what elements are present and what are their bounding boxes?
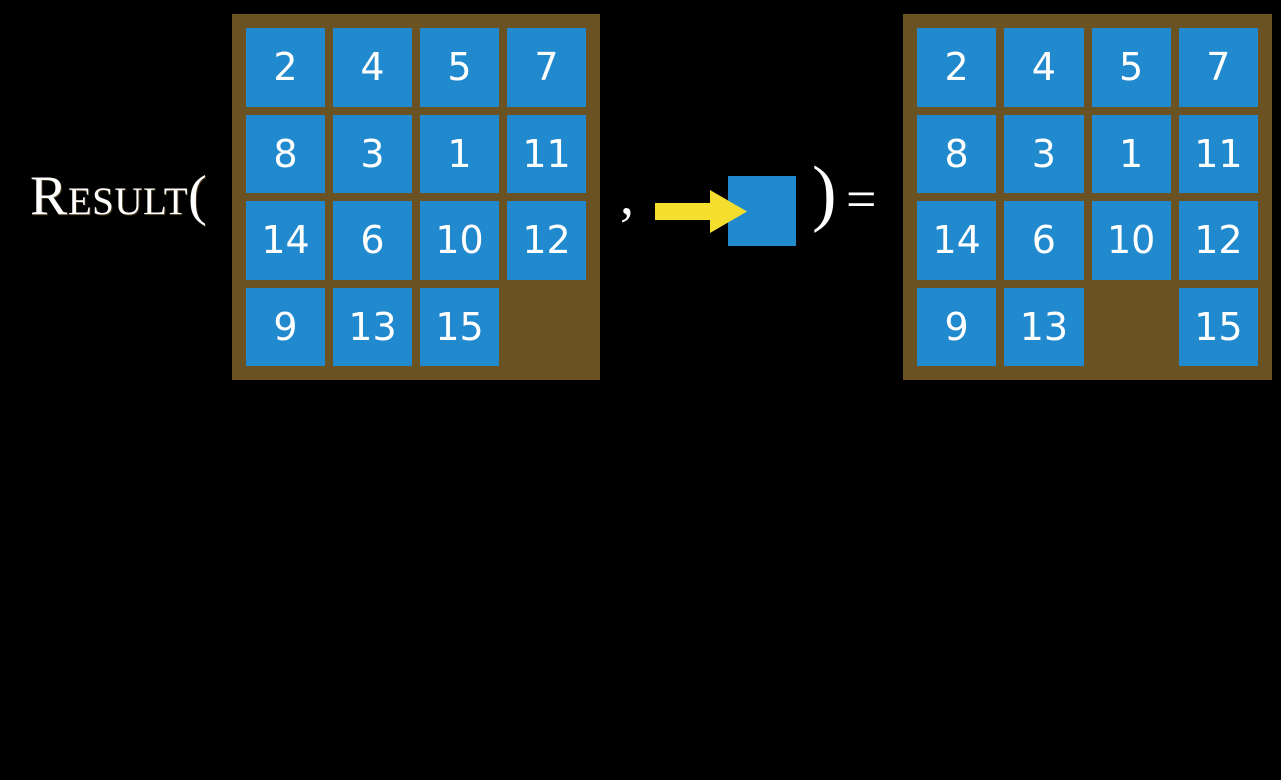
- tile[interactable]: 5: [420, 28, 499, 107]
- grid-cell[interactable]: 6: [1004, 201, 1084, 280]
- grid-cell[interactable]: 1: [1091, 114, 1171, 193]
- grid-cell[interactable]: 15: [1178, 287, 1258, 366]
- tile[interactable]: 9: [246, 287, 325, 366]
- grid-cell[interactable]: 11: [1178, 114, 1258, 193]
- grid-cell[interactable]: 11: [507, 114, 586, 193]
- grid-cell[interactable]: 7: [507, 28, 586, 107]
- blank-tile: [507, 288, 586, 367]
- grid-cell[interactable]: 9: [246, 287, 325, 366]
- tile[interactable]: 2: [917, 28, 997, 107]
- tile[interactable]: 15: [1178, 287, 1258, 366]
- tile[interactable]: 8: [246, 114, 325, 193]
- grid-cell[interactable]: 5: [1091, 28, 1171, 107]
- tile[interactable]: 11: [1178, 114, 1258, 193]
- tile[interactable]: 10: [420, 201, 499, 280]
- grid-cell[interactable]: 10: [1091, 201, 1171, 280]
- grid-cell[interactable]: 6: [333, 201, 412, 280]
- tile[interactable]: 3: [1004, 114, 1084, 193]
- grid-cell[interactable]: 7: [1178, 28, 1258, 107]
- arrow-right-icon: [655, 190, 747, 233]
- tile[interactable]: 13: [1004, 287, 1084, 366]
- grid-cell[interactable]: 13: [1004, 287, 1084, 366]
- grid-cell[interactable]: 5: [420, 28, 499, 107]
- grid-cell[interactable]: 2: [246, 28, 325, 107]
- tile[interactable]: 3: [333, 114, 412, 193]
- equals-sign: =: [846, 169, 877, 229]
- close-paren: ): [812, 152, 837, 234]
- tile[interactable]: 12: [507, 201, 586, 280]
- puzzle-grid: 2 4 5 7 8 3 1 11 14 6 10 12 9 13 15: [917, 28, 1258, 366]
- tile[interactable]: 7: [1178, 28, 1258, 107]
- grid-cell[interactable]: 8: [917, 114, 997, 193]
- tile[interactable]: 6: [1004, 201, 1084, 280]
- equation-row-move-right: Result( 2 4 5 7 8 3 1 11 14 6 10 12 9 13…: [30, 14, 1272, 380]
- tile[interactable]: 1: [1091, 114, 1171, 193]
- grid-cell[interactable]: 2: [917, 28, 997, 107]
- grid-cell[interactable]: 12: [1178, 201, 1258, 280]
- tile[interactable]: 4: [1004, 28, 1084, 107]
- grid-cell[interactable]: 9: [917, 287, 997, 366]
- tile[interactable]: 8: [917, 114, 997, 193]
- tile[interactable]: 14: [246, 201, 325, 280]
- tile[interactable]: 14: [917, 201, 997, 280]
- grid-cell[interactable]: 15: [420, 287, 499, 366]
- tile[interactable]: 1: [420, 114, 499, 193]
- tile[interactable]: 4: [333, 28, 412, 107]
- tile[interactable]: 13: [333, 287, 412, 366]
- tile[interactable]: 10: [1091, 201, 1171, 280]
- tile[interactable]: 12: [1178, 201, 1258, 280]
- grid-cell[interactable]: 8: [246, 114, 325, 193]
- argument-separator-comma: ,: [620, 165, 634, 227]
- grid-cell[interactable]: 14: [917, 201, 997, 280]
- equation-row-move-down: Result( 2 4 5 7 8 3 1 11 14 6 10 12 9 13…: [0, 390, 1281, 780]
- grid-cell[interactable]: 4: [1004, 28, 1084, 107]
- blank-tile: [1092, 288, 1171, 367]
- grid-cell-blank[interactable]: [507, 288, 586, 367]
- tile[interactable]: 15: [420, 287, 499, 366]
- grid-cell[interactable]: 12: [507, 201, 586, 280]
- tile[interactable]: 5: [1091, 28, 1171, 107]
- grid-cell-blank[interactable]: [1092, 288, 1171, 367]
- grid-cell[interactable]: 1: [420, 114, 499, 193]
- puzzle-grid: 2 4 5 7 8 3 1 11 14 6 10 12 9 13 15: [246, 28, 586, 366]
- tile[interactable]: 6: [333, 201, 412, 280]
- start-board-move-right: 2 4 5 7 8 3 1 11 14 6 10 12 9 13 15: [232, 14, 600, 380]
- tile[interactable]: 9: [917, 287, 997, 366]
- grid-cell[interactable]: 14: [246, 201, 325, 280]
- grid-cell[interactable]: 3: [1004, 114, 1084, 193]
- result-label: Result(: [30, 165, 208, 227]
- grid-cell[interactable]: 13: [333, 287, 412, 366]
- grid-cell[interactable]: 10: [420, 201, 499, 280]
- tile[interactable]: 7: [507, 28, 586, 107]
- tile[interactable]: 2: [246, 28, 325, 107]
- action-glyph-move-right[interactable]: [655, 172, 800, 252]
- grid-cell[interactable]: 4: [333, 28, 412, 107]
- end-board-move-right: 2 4 5 7 8 3 1 11 14 6 10 12 9 13 15: [903, 14, 1272, 380]
- tile[interactable]: 11: [507, 114, 586, 193]
- grid-cell[interactable]: 3: [333, 114, 412, 193]
